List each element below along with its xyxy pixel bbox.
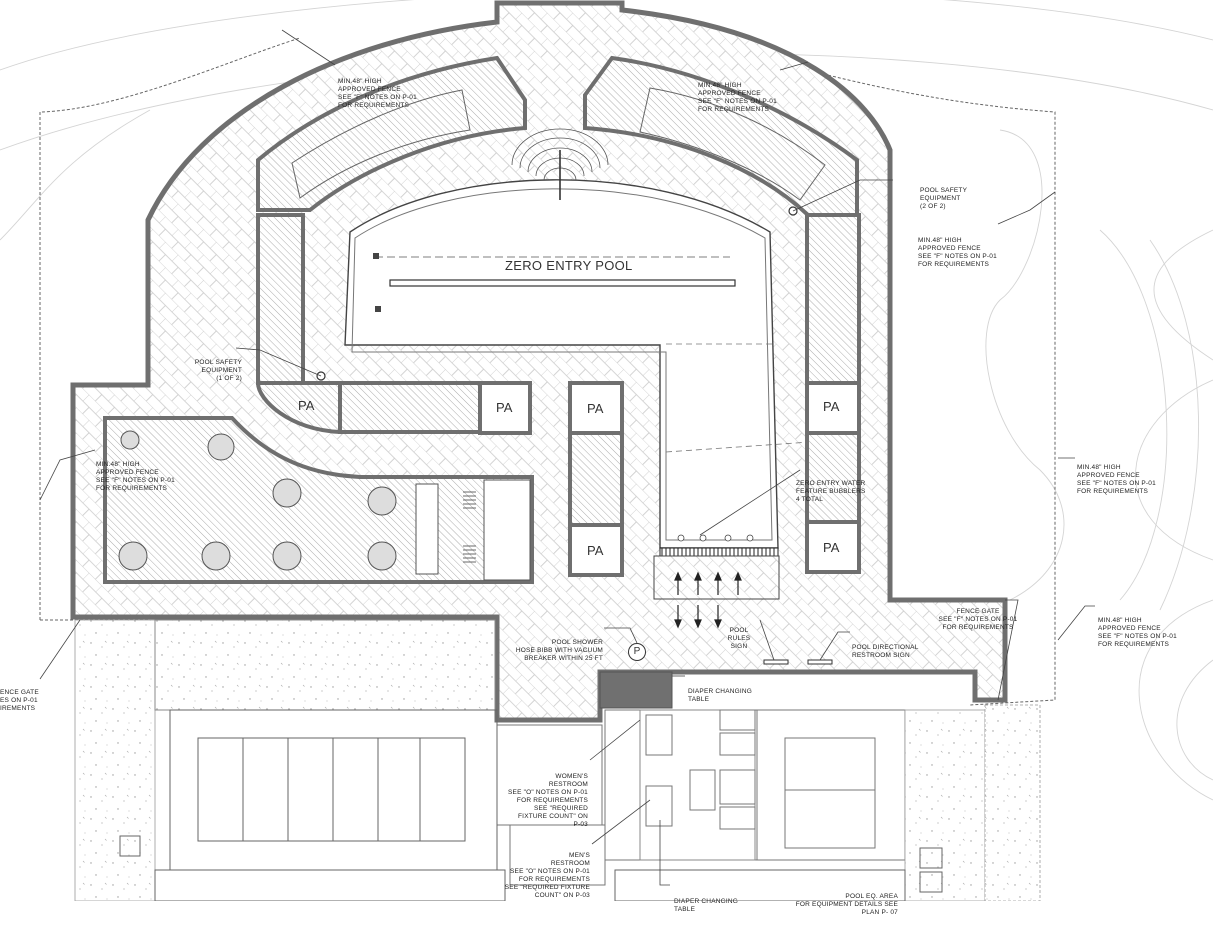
site-plan-drawing xyxy=(0,0,1213,901)
grate xyxy=(659,547,779,557)
pool-coping xyxy=(351,188,773,541)
directional-sign-mark xyxy=(807,659,833,665)
parking-structure xyxy=(119,709,943,901)
pool-lane-bar xyxy=(389,279,736,287)
entry-steps xyxy=(511,128,609,200)
concrete-area xyxy=(74,619,156,901)
pa-label-6: PA xyxy=(823,540,840,555)
pa-label-5: PA xyxy=(587,543,604,558)
trees xyxy=(118,430,397,571)
parking-symbol: P xyxy=(628,643,646,661)
pa-label-4: PA xyxy=(823,399,840,414)
pool-basin xyxy=(344,179,779,549)
left-planter-column xyxy=(255,213,482,435)
bench-elements xyxy=(415,479,531,581)
rules-sign-mark xyxy=(763,659,789,665)
pa-boxes xyxy=(478,381,861,577)
planter-inner-hatch xyxy=(291,87,826,201)
pa-label-3: PA xyxy=(587,401,604,416)
pa-label-2: PA xyxy=(496,400,513,415)
pa-label-1: PA xyxy=(298,398,315,413)
leader-lines xyxy=(39,29,1095,886)
zero-entry-apron xyxy=(653,555,780,600)
bubbler-marks xyxy=(677,534,754,542)
pool-title: ZERO ENTRY POOL xyxy=(505,258,633,273)
arrows xyxy=(674,571,742,629)
